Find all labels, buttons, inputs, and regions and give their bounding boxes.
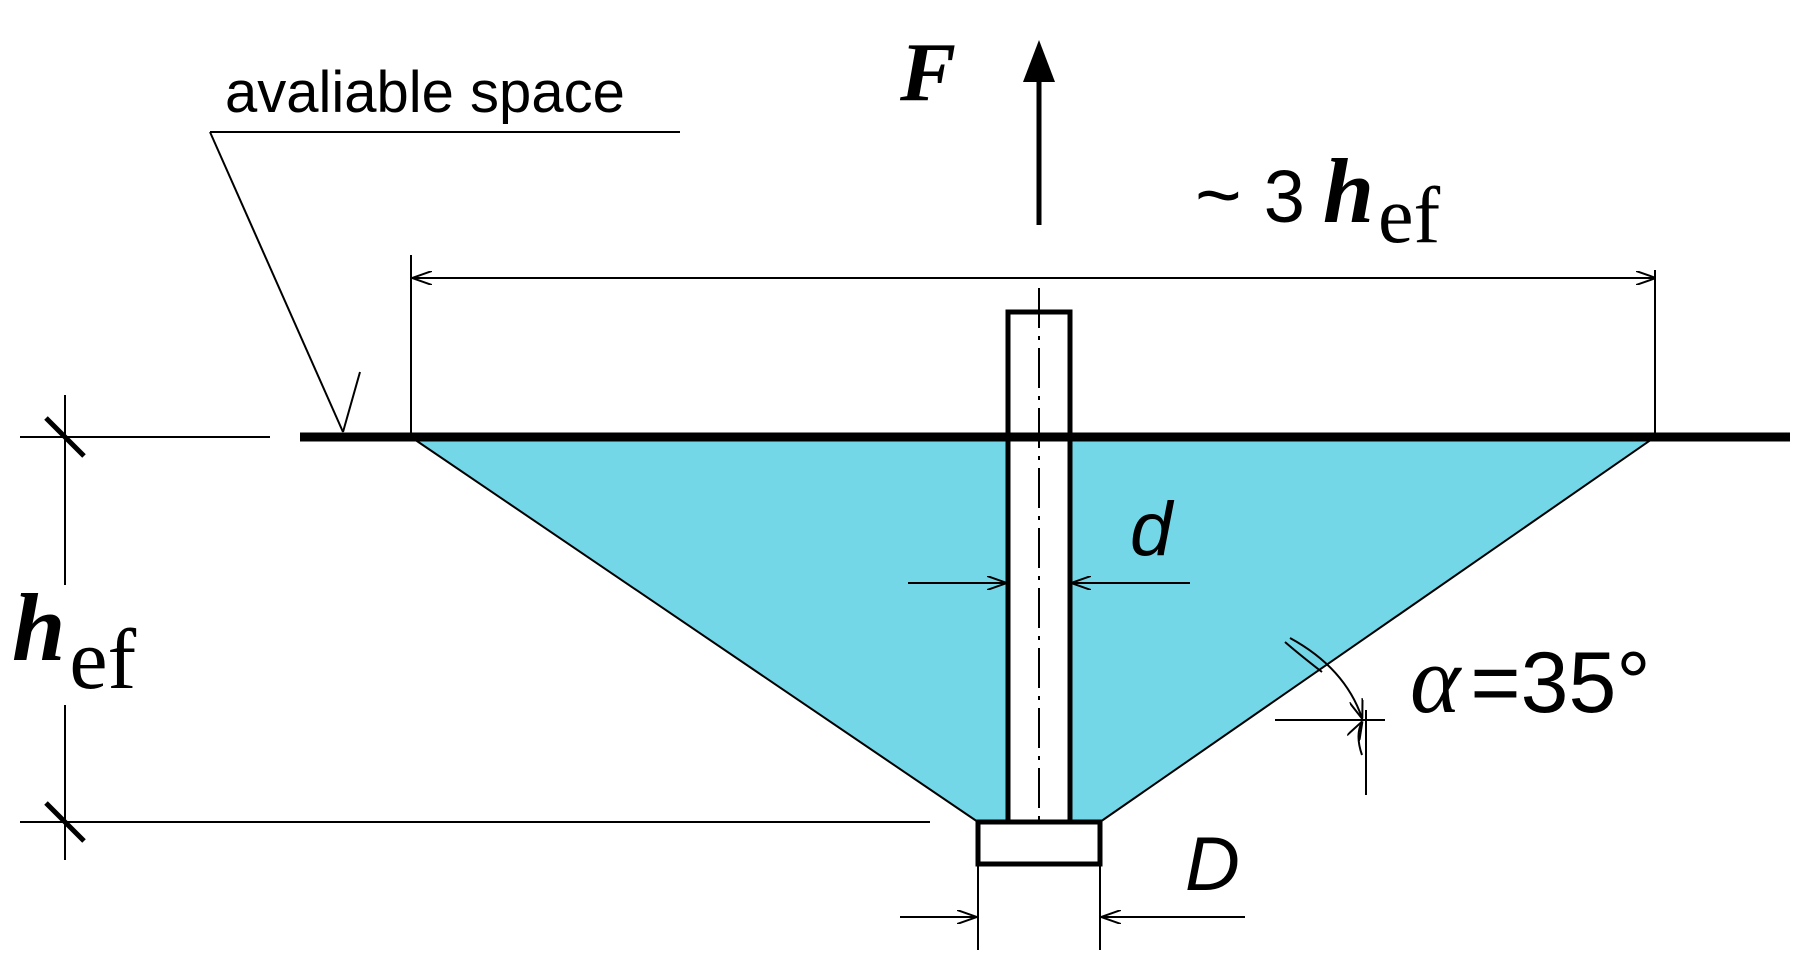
angle-arc bbox=[1289, 637, 1362, 718]
cone-right-edge bbox=[1099, 436, 1656, 823]
anchor-head bbox=[975, 819, 1103, 867]
surface-tick bbox=[342, 371, 361, 433]
span-label: ~ 3 h ef bbox=[1195, 140, 1441, 260]
hef-label: h ef bbox=[12, 574, 137, 707]
cone-left-edge bbox=[410, 436, 979, 823]
D-label: D bbox=[1185, 822, 1240, 907]
available-space-label: avaliable space bbox=[225, 60, 625, 125]
d-label: d bbox=[1130, 487, 1175, 572]
available-space-leader bbox=[209, 131, 344, 433]
force-label: F bbox=[899, 26, 956, 119]
angle-arc-top bbox=[1359, 722, 1363, 756]
hef-tick-bottom bbox=[44, 801, 86, 843]
alpha-label: α =35° bbox=[1410, 626, 1651, 733]
hef-tick-top bbox=[44, 416, 86, 458]
angle-arc-upper bbox=[1284, 641, 1323, 673]
force-arrowhead bbox=[1023, 40, 1055, 82]
